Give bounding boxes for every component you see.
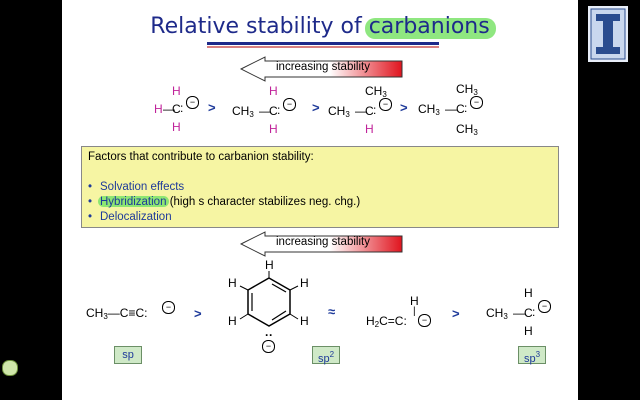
negative-charge: −: [538, 300, 551, 313]
lone-pair: :: [277, 103, 281, 117]
primary-carbanion: H CH3 — C : − H: [232, 84, 312, 144]
h-left: H: [154, 102, 163, 116]
factors-heading: Factors that contribute to carbanion sta…: [88, 151, 314, 163]
negative-charge: −: [262, 340, 275, 353]
tertiary-carbanion: CH3 CH3 — C : − CH3: [418, 82, 498, 142]
negative-charge: −: [418, 314, 431, 327]
hybridization-label-sp3: sp3: [518, 346, 546, 365]
ch3-bottom: CH3: [456, 122, 478, 137]
greater-than-2: >: [312, 100, 320, 115]
benzene-ring-icon: [239, 271, 299, 327]
list-item: •Delocalization: [88, 211, 172, 223]
slide-title: Relative stability of carbanions: [62, 14, 578, 39]
ch3: CH3: [232, 104, 254, 119]
carbon: C: [456, 102, 465, 116]
greater-than-4: >: [194, 306, 202, 321]
slide: Relative stability of carbanions increas…: [62, 0, 578, 400]
title-underline: [207, 42, 439, 45]
left-arrow-icon: [240, 56, 403, 82]
stability-arrow-top: increasing stability: [240, 56, 403, 82]
methyl-sp3-anion: H CH3 — C : − H: [486, 286, 566, 346]
h-top: H: [172, 84, 181, 98]
h-top: H: [269, 84, 278, 98]
carbon: C: [269, 104, 278, 118]
phenyl-anion: H H H H H ·· −: [228, 258, 322, 358]
vinyl-anion: H | H2C=C: −: [362, 294, 442, 334]
title-prefix: Relative stability of: [150, 14, 369, 39]
arrow-label-bottom: increasing stability: [276, 236, 370, 248]
methyl-carbanion: H H — C : − H: [152, 84, 212, 144]
title-wrap: Relative stability of carbanions: [62, 0, 578, 50]
left-arrow-icon: [240, 231, 403, 257]
title-underline-accent: [207, 46, 439, 48]
hybridization-label-sp: sp: [114, 346, 142, 364]
greater-than-3: >: [400, 100, 408, 115]
status-circle-icon[interactable]: [2, 360, 18, 376]
h-bottom: H: [269, 122, 278, 136]
university-logo-icon: [588, 6, 628, 62]
h-bottom: H: [365, 122, 374, 136]
vinyl-formula: H2C=C:: [366, 314, 407, 329]
acetylide-anion: CH3—C≡C: −: [86, 301, 186, 328]
arrow-label-top: increasing stability: [276, 61, 370, 73]
hybridization-label-sp2: sp2: [312, 346, 340, 365]
greater-than-5: >: [452, 306, 460, 321]
ch3: CH3: [418, 102, 440, 117]
approximately-equal: ≈: [328, 304, 336, 319]
lone-pair: :: [373, 103, 377, 117]
greater-than-1: >: [208, 100, 216, 115]
list-item: •Solvation effects: [88, 181, 185, 193]
lone-pair: :: [180, 101, 184, 115]
factors-box: Factors that contribute to carbanion sta…: [81, 146, 559, 228]
negative-charge: −: [379, 98, 392, 111]
carbon: C: [365, 104, 374, 118]
title-highlight: carbanions: [368, 14, 490, 39]
ch3-top: CH3: [456, 82, 478, 97]
negative-charge: −: [283, 98, 296, 111]
ch3: CH3: [328, 104, 350, 119]
negative-charge: −: [162, 301, 175, 314]
negative-charge: −: [470, 96, 483, 109]
list-item: •Hybridization (high s character stabili…: [88, 196, 361, 208]
carbon: C: [172, 102, 181, 116]
ch3-top: CH3: [365, 84, 387, 99]
lone-pair: :: [464, 101, 468, 115]
h-bottom: H: [172, 120, 181, 134]
factors-list: •Solvation effects •Hybridization (high …: [88, 180, 360, 225]
negative-charge: −: [186, 96, 199, 109]
stability-arrow-bottom: increasing stability: [240, 231, 403, 257]
secondary-carbanion: CH3 CH3 — C : − H: [328, 84, 408, 144]
